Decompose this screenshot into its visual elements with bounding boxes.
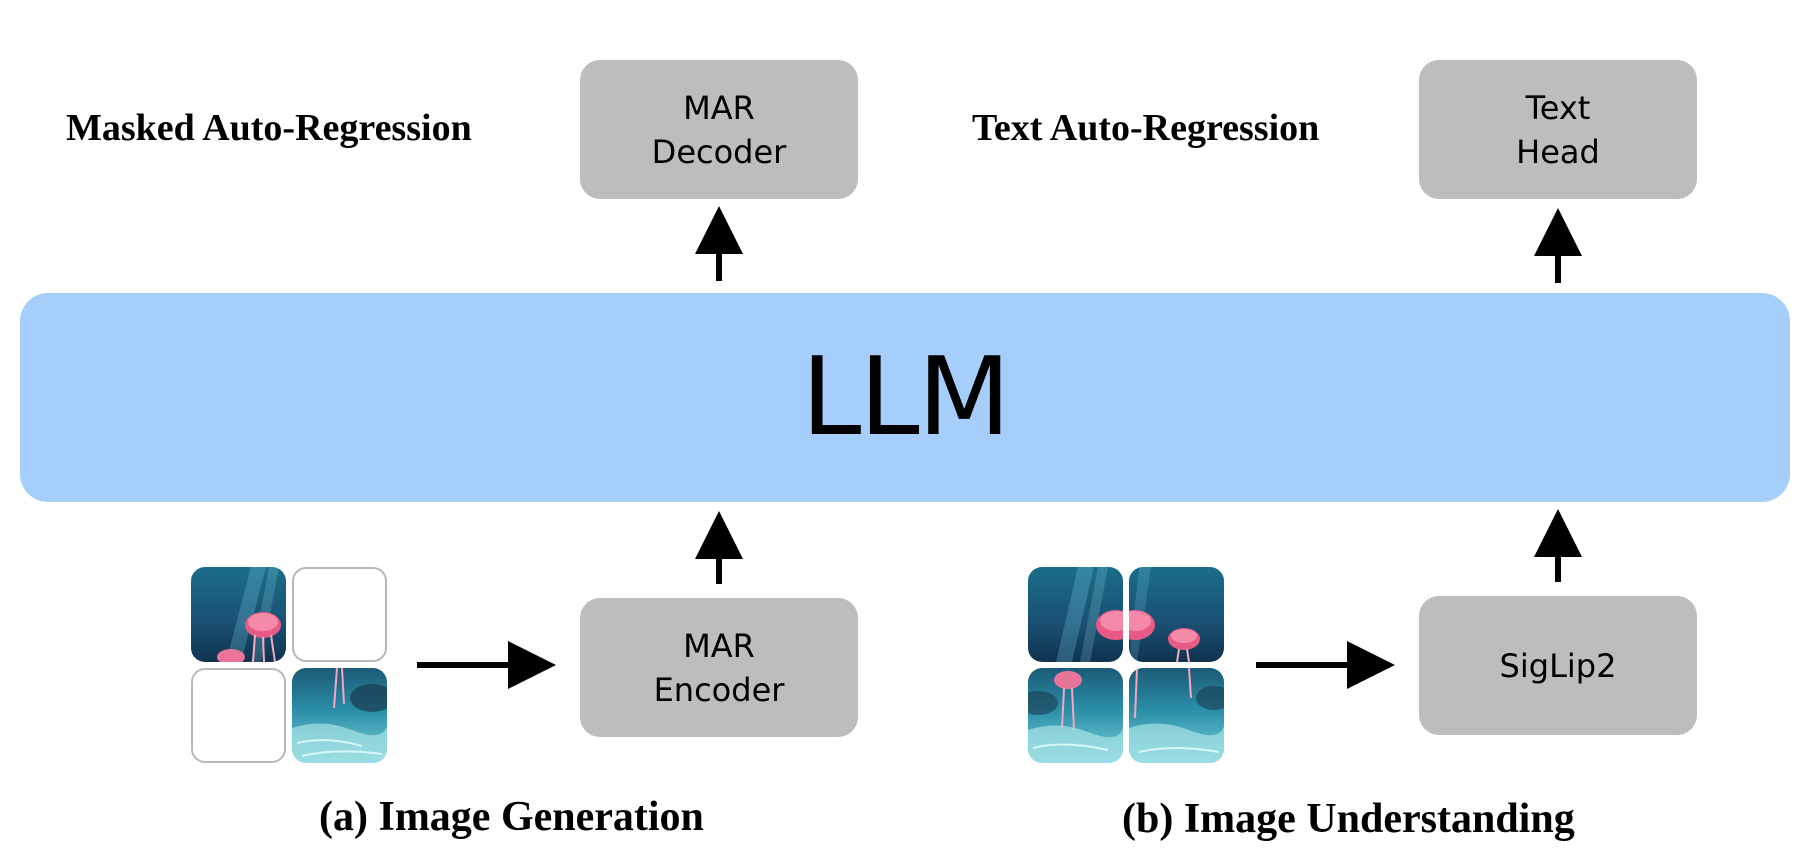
mar-encoder-line1: MAR: [683, 626, 755, 665]
jellyfish-image-icon: [1028, 567, 1123, 662]
text-head-line2: Head: [1516, 132, 1600, 171]
llm-block: LLM: [20, 293, 1790, 502]
text-head-line1: Text: [1525, 88, 1591, 127]
jellyfish-image-icon: [191, 567, 286, 662]
gen-tile-bottom-left-masked: [191, 668, 286, 763]
und-tile-bottom-right: [1129, 668, 1224, 763]
caption-image-understanding: (b) Image Understanding: [1122, 796, 1575, 842]
und-tile-top-right: [1129, 567, 1224, 662]
mar-encoder-line2: Encoder: [653, 670, 785, 709]
masked-ar-label: Masked Auto-Regression: [66, 107, 472, 149]
seabed-image-icon: [292, 668, 387, 763]
jellyfish-image-icon: [1129, 567, 1224, 662]
und-tile-bottom-left: [1028, 668, 1123, 763]
mar-decoder-line1: MAR: [683, 88, 755, 127]
mar-encoder-box: MAR Encoder: [580, 598, 858, 737]
gen-tile-top-right-masked: [292, 567, 387, 662]
gen-tile-bottom-right: [292, 668, 387, 763]
gen-tile-top-left: [191, 567, 286, 662]
text-head-box: Text Head: [1419, 60, 1697, 199]
seabed-image-icon: [1028, 668, 1123, 763]
caption-image-generation: (a) Image Generation: [319, 794, 704, 840]
mar-decoder-box: MAR Decoder: [580, 60, 858, 199]
seabed-image-icon: [1129, 668, 1224, 763]
siglip2-box: SigLip2: [1419, 596, 1697, 735]
text-ar-label: Text Auto-Regression: [972, 107, 1320, 149]
siglip2-label: SigLip2: [1499, 646, 1617, 685]
und-tile-top-left: [1028, 567, 1123, 662]
mar-decoder-line2: Decoder: [651, 132, 787, 171]
